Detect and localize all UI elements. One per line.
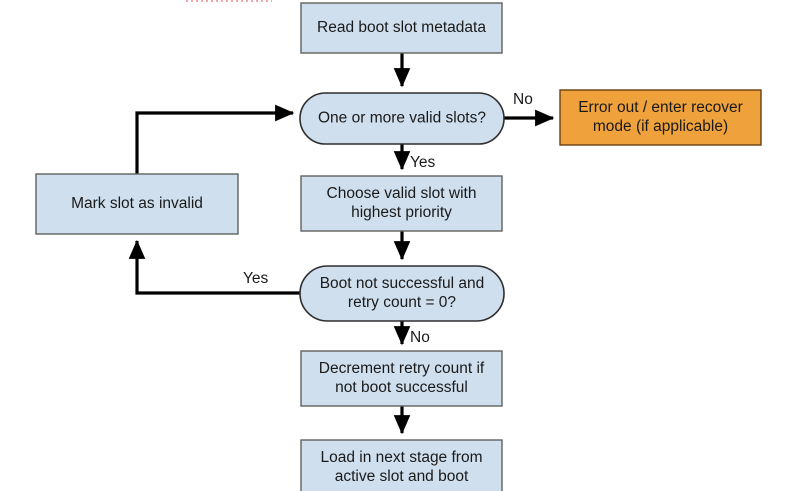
node-label-boot-not-successful-retry-zero: retry count = 0?: [348, 294, 457, 311]
edge-label-boot-check-yes-to-mark-invalid: Yes: [243, 270, 269, 287]
edge-boot-check-yes-to-mark-invalid: [128, 239, 300, 295]
node-read-boot-slot-metadata[interactable]: Read boot slot metadata: [300, 2, 503, 54]
node-boot-not-successful-retry-zero[interactable]: Boot not successful and retry count = 0?: [299, 265, 505, 322]
node-decrement-retry-count[interactable]: Decrement retry count if not boot success…: [300, 350, 503, 407]
node-label-boot-not-successful-retry-zero: Boot not successful and: [320, 275, 485, 292]
node-shape-choose-valid-slot-highest-priority: [300, 175, 503, 232]
edges-layer: [128, 53, 555, 435]
node-label-error-out-enter-recover-mode: mode (if applicable): [593, 118, 728, 135]
node-label-load-next-stage-active-slot: active slot and boot: [335, 468, 469, 485]
node-label-decrement-retry-count: Decrement retry count if: [319, 360, 485, 377]
node-shape-load-next-stage-active-slot: [300, 439, 503, 491]
edge-label-boot-check-no-to-decrement: No: [410, 329, 430, 346]
node-label-choose-valid-slot-highest-priority: Choose valid slot with: [327, 185, 477, 202]
node-error-out-enter-recover-mode[interactable]: Error out / enter recover mode (if applic…: [559, 89, 762, 146]
node-shape-decrement-retry-count: [300, 350, 503, 407]
node-shape-error-out-enter-recover-mode: [559, 89, 762, 146]
node-label-choose-valid-slot-highest-priority: highest priority: [351, 204, 452, 221]
node-label-load-next-stage-active-slot: Load in next stage from: [321, 449, 483, 466]
node-label-one-or-more-valid-slots: One or more valid slots?: [318, 110, 486, 127]
node-one-or-more-valid-slots[interactable]: One or more valid slots?: [299, 92, 505, 145]
edge-mark-invalid-to-valid-slots: [135, 104, 295, 174]
node-load-next-stage-active-slot[interactable]: Load in next stage from active slot and b…: [300, 439, 503, 491]
node-shape-read-boot-slot-metadata: [300, 2, 503, 54]
node-choose-valid-slot-highest-priority[interactable]: Choose valid slot with highest priority: [300, 175, 503, 232]
node-label-read-boot-slot-metadata: Read boot slot metadata: [317, 19, 486, 36]
node-label-error-out-enter-recover-mode: Error out / enter recover: [578, 99, 743, 116]
node-shape-boot-not-successful-retry-zero: [299, 265, 505, 322]
node-shape-one-or-more-valid-slots: [299, 92, 505, 145]
node-shape-mark-slot-as-invalid: [35, 173, 239, 235]
node-mark-slot-as-invalid[interactable]: Mark slot as invalid: [35, 173, 239, 235]
edge-label-valid-slots-no-to-error: No: [513, 91, 533, 108]
node-label-mark-slot-as-invalid: Mark slot as invalid: [71, 195, 203, 212]
edge-label-valid-slots-yes-to-choose: Yes: [410, 154, 436, 171]
node-label-decrement-retry-count: not boot successful: [335, 379, 468, 396]
